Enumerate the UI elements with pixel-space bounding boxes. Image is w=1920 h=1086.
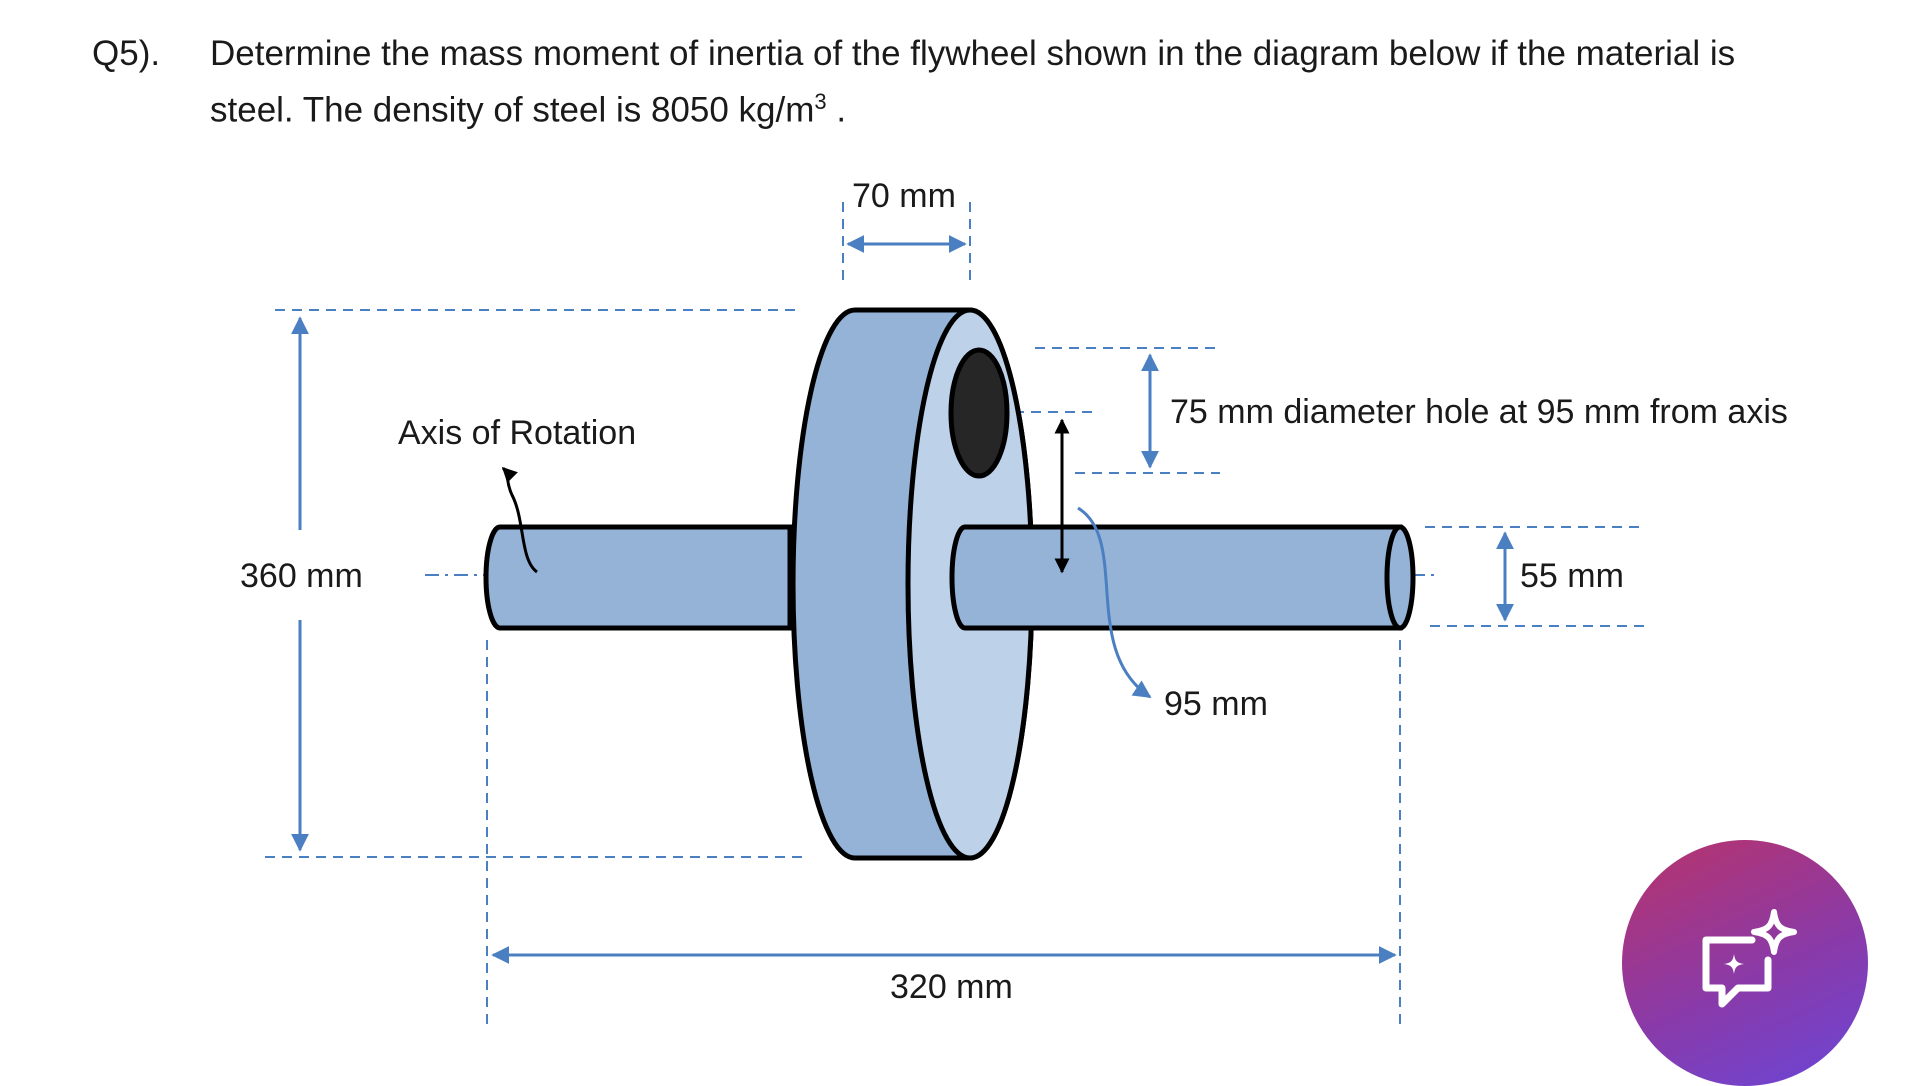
label-shaft-diameter: 55 mm [1520,557,1624,595]
question-text-line2: steel. The density of steel is 8050 kg/m… [210,78,1910,135]
label-disk-width: 70 mm [852,177,956,215]
question-text-line1: Determine the mass moment of inertia of … [210,34,1736,73]
label-axis-of-rotation: Axis of Rotation [398,414,636,452]
hole [948,347,1010,479]
sparkle-chat-icon [1702,909,1797,1008]
right-shaft-end [1384,524,1416,631]
label-hole: 75 mm diameter hole at 95 mm from axis [1170,393,1788,431]
label-overall-diameter: 360 mm [240,557,363,595]
dimension-arrows [291,235,1514,964]
label-hole-offset: 95 mm [1164,685,1268,723]
question-text: Determine the mass moment of inertia of … [210,30,1910,135]
density-text-end: . [826,90,847,130]
ai-assistant-button[interactable] [1622,840,1868,1086]
left-shaft [483,524,793,631]
density-exponent: 3 [814,89,827,114]
right-shaft [949,524,1403,631]
question-number: Q5). [92,34,161,73]
black-arrows [501,418,1070,574]
label-shaft-length: 320 mm [890,968,1013,1006]
density-text: steel. The density of steel is 8050 kg/m [210,90,815,130]
